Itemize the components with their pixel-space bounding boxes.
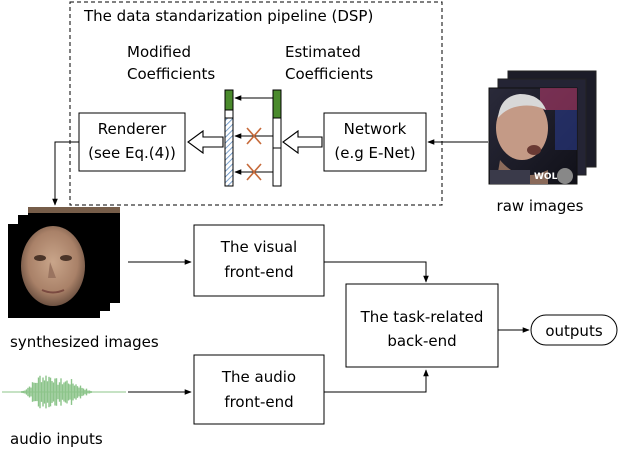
visual-frontend-label-1: The visual <box>220 238 297 256</box>
backend-label-2: back-end <box>387 332 456 350</box>
audio-frontend-label-1: The audio <box>221 368 296 386</box>
network-box <box>323 112 427 172</box>
audio-inputs-label: audio inputs <box>10 430 103 448</box>
cross-mark-2 <box>246 163 262 181</box>
modified-coefficients-label-1: Modified <box>127 43 191 61</box>
synthesized-images-stack <box>8 207 120 318</box>
visual-frontend-label-2: front-end <box>224 263 293 281</box>
estimated-coefficients-label-1: Estimated <box>285 43 361 61</box>
dsp-container <box>69 1 443 206</box>
arrow-visual-to-backend <box>324 261 429 283</box>
synthesized-images-label: synthesized images <box>10 333 159 351</box>
network-label-2: (e.g E-Net) <box>334 144 415 162</box>
arrow-audio-to-backend <box>324 369 429 393</box>
renderer-box <box>78 112 186 172</box>
raw-image-overlay-text: WOLF <box>534 172 563 182</box>
raw-images-label: raw images <box>497 197 584 215</box>
backend-box <box>345 283 499 368</box>
hollow-arrow-to-estimated <box>282 129 323 155</box>
estimated-coefficients-bar <box>272 89 282 187</box>
cross-mark-1 <box>246 127 262 145</box>
estimated-coefficients-label-2: Coefficients <box>285 65 373 83</box>
outputs-box <box>530 314 618 346</box>
audio-frontend-box <box>193 354 325 425</box>
backend-label-1: The task-related <box>360 308 484 326</box>
visual-frontend-box <box>193 224 325 297</box>
audio-waveform <box>2 375 126 409</box>
hollow-arrow-to-renderer <box>187 129 224 155</box>
modified-coefficients-label-2: Coefficients <box>127 65 215 83</box>
renderer-label-2: (see Eq.(4)) <box>88 144 176 162</box>
arrow-renderer-to-synth <box>52 141 79 206</box>
raw-images-stack: WOLF <box>488 70 597 185</box>
dsp-title: The data standarization pipeline (DSP) <box>83 7 373 25</box>
audio-frontend-label-2: front-end <box>224 393 293 411</box>
outputs-label: outputs <box>545 322 602 340</box>
modified-coefficients-bar <box>224 89 234 187</box>
network-label-1: Network <box>344 120 407 138</box>
renderer-label-1: Renderer <box>98 120 167 138</box>
